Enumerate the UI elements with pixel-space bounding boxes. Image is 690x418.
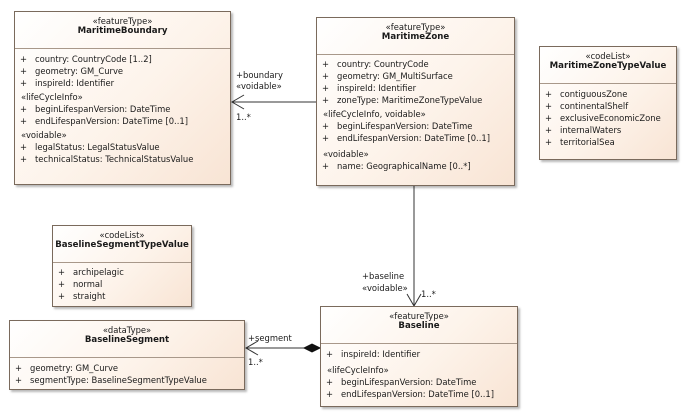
class-name: MaritimeZone: [381, 32, 450, 42]
class-stereotype: «featureType»: [385, 22, 446, 32]
attribute-row: +zoneType: MaritimeZoneTypeValue: [322, 95, 483, 105]
attribute-row: +inspireId: Identifier: [322, 83, 417, 93]
code-value-row: +internalWaters: [545, 125, 622, 135]
attribute-row: +segmentType: BaselineSegmentTypeValue: [15, 375, 207, 385]
attribute-row: +geometry: GM_MultiSurface: [322, 71, 453, 81]
class-stereotype: «featureType»: [92, 16, 153, 26]
boundary-stereotype-label: «voidable»: [236, 81, 282, 91]
attribute-row: +legalStatus: LegalStatusValue: [20, 142, 160, 152]
code-value-row: +exclusiveEconomicZone: [545, 113, 661, 123]
attribute-row: +country: CountryCode [1..2]: [20, 54, 152, 64]
attribute-row: +geometry: GM_Curve: [15, 363, 119, 373]
class-header: «codeList» MaritimeZoneTypeValue: [540, 47, 676, 84]
attribute-row: +inspireId: Identifier: [326, 349, 421, 359]
class-maritime-boundary[interactable]: «featureType» MaritimeBoundary +country:…: [14, 11, 231, 185]
attribute-compartment: +country: CountryCode +geometry: GM_Mult…: [317, 55, 514, 172]
class-header: «dataType» BaselineSegment: [10, 321, 244, 358]
class-header: «featureType» MaritimeBoundary: [15, 12, 230, 49]
class-baseline-segment[interactable]: «dataType» BaselineSegment +geometry: GM…: [9, 320, 245, 390]
code-value-row: +archipelagic: [58, 267, 124, 277]
attribute-group-label: «voidable»: [21, 130, 67, 140]
attribute-row: +geometry: GM_Curve: [20, 66, 124, 76]
boundary-role-label: +boundary: [236, 70, 283, 80]
baseline-stereotype-label: «voidable»: [362, 283, 408, 293]
attribute-group-label: «voidable»: [323, 149, 369, 159]
class-header: «featureType» Baseline: [321, 307, 517, 344]
baseline-multiplicity-label: 1..*: [421, 289, 436, 299]
attribute-compartment: +country: CountryCode [1..2] +geometry: …: [15, 49, 230, 165]
attribute-compartment: +inspireId: Identifier «lifeCycleInfo» +…: [321, 344, 517, 400]
class-maritime-zone-type-value[interactable]: «codeList» MaritimeZoneTypeValue +contig…: [539, 46, 677, 160]
class-baseline[interactable]: «featureType» Baseline +inspireId: Ident…: [320, 306, 518, 407]
composition-diamond-icon: [302, 343, 322, 353]
class-stereotype: «codeList»: [585, 51, 631, 61]
code-value-row: +normal: [58, 279, 103, 289]
segment-multiplicity-label: 1..*: [248, 357, 263, 367]
boundary-multiplicity-label: 1..*: [236, 112, 251, 122]
class-name: BaselineSegment: [84, 335, 170, 345]
baseline-role-label: +baseline: [362, 271, 405, 281]
attribute-row: +inspireId: Identifier: [20, 78, 115, 88]
attribute-compartment: +geometry: GM_Curve +segmentType: Baseli…: [10, 358, 244, 386]
attribute-row: +beginLifespanVersion: DateTime: [326, 377, 477, 387]
attribute-group-label: «lifeCycleInfo»: [21, 92, 83, 102]
class-name: MaritimeBoundary: [77, 26, 168, 36]
class-name: Baseline: [398, 321, 440, 331]
class-stereotype: «codeList»: [99, 230, 145, 240]
class-name: BaselineSegmentTypeValue: [55, 240, 189, 250]
attribute-row: +country: CountryCode: [322, 59, 429, 69]
attribute-row: +endLifespanVersion: DateTime [0..1]: [20, 116, 188, 126]
class-stereotype: «featureType»: [389, 311, 449, 321]
code-value-row: +territorialSea: [545, 137, 615, 147]
attribute-row: +endLifespanVersion: DateTime [0..1]: [326, 389, 494, 399]
attribute-row: +beginLifespanVersion: DateTime: [322, 121, 473, 131]
code-value-row: +straight: [58, 291, 106, 301]
code-value-row: +contiguousZone: [545, 89, 628, 99]
code-value-row: +continentalShelf: [545, 101, 629, 111]
class-maritime-zone[interactable]: «featureType» MaritimeZone +country: Cou…: [316, 17, 515, 186]
value-compartment: +contiguousZone +continentalShelf +exclu…: [540, 84, 676, 148]
attribute-row: +endLifespanVersion: DateTime [0..1]: [322, 133, 490, 143]
attribute-row: +name: GeographicalName [0..*]: [322, 161, 471, 171]
class-header: «codeList» BaselineSegmentTypeValue: [53, 226, 191, 263]
attribute-group-label: «lifeCycleInfo, voidable»: [323, 109, 426, 119]
class-name: MaritimeZoneTypeValue: [549, 61, 667, 71]
attribute-row: +technicalStatus: TechnicalStatusValue: [20, 154, 194, 164]
class-baseline-segment-type-value[interactable]: «codeList» BaselineSegmentTypeValue +arc…: [52, 225, 192, 307]
value-compartment: +archipelagic +normal +straight: [53, 263, 191, 302]
segment-arrowhead: [245, 340, 259, 356]
boundary-arrowhead: [231, 94, 245, 110]
class-stereotype: «dataType»: [102, 325, 152, 335]
class-header: «featureType» MaritimeZone: [317, 18, 514, 55]
attribute-row: +beginLifespanVersion: DateTime: [20, 104, 171, 114]
attribute-group-label: «lifeCycleInfo»: [327, 365, 389, 375]
segment-role-label: +segment: [248, 333, 292, 343]
